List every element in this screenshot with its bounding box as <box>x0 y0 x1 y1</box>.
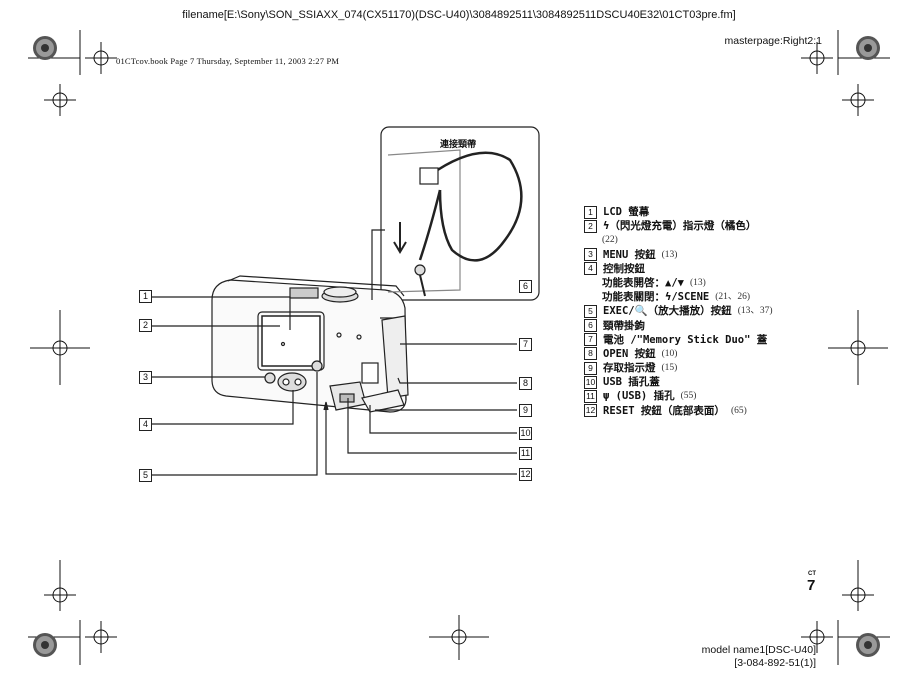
model-footer: model name1[DSC-U40] [3-084-892-51(1)] <box>702 644 816 670</box>
item-page-ref: (15) <box>661 363 678 374</box>
item-page-ref: (13) <box>661 249 678 260</box>
item-label: 功能表開啓：▲/▼ <box>602 276 684 289</box>
callout-8: 8 <box>519 377 532 390</box>
control-button-illustration <box>277 372 307 392</box>
strap-illustration <box>429 151 523 262</box>
item-number-box: 11 <box>584 390 597 404</box>
battery-cover-illustration <box>381 315 409 399</box>
callout-1: 1 <box>139 290 152 303</box>
item-number-box: 6 <box>584 319 597 333</box>
parts-list-item: 11 ψ (USB) 插孔 (55) <box>584 389 773 404</box>
target-tl <box>44 84 76 116</box>
callout-9: 9 <box>519 404 532 417</box>
starburst-bl <box>33 633 57 657</box>
callout-12: 12 <box>519 468 532 481</box>
item-number-box: 3 <box>584 248 597 262</box>
item-label: EXEC/🔍（放大播放）按鈕 <box>603 305 732 318</box>
callout-7: 7 <box>519 338 532 351</box>
masterpage-label: masterpage:Right2:1 <box>724 35 822 47</box>
item-number-box: 4 <box>584 262 597 276</box>
item-number-box: 8 <box>584 347 597 361</box>
strap-inset-label: 連接頸帶 <box>440 140 477 150</box>
parts-list-item: 10 USB 插孔蓋 <box>584 375 773 389</box>
item-label: LCD 螢幕 <box>603 206 650 218</box>
parts-list-item: 6 頸帶掛鉤 <box>584 319 773 333</box>
item-page-ref: (13、37) <box>737 306 773 317</box>
item-label: ψ (USB) 插孔 <box>603 390 675 403</box>
book-info-line: 01CTcov.book Page 7 Thursday, September … <box>116 56 340 66</box>
parts-list-item: 4 控制按鈕 <box>584 262 773 276</box>
item-page-ref: (21、26) <box>715 292 751 303</box>
parts-list-item: 12 RESET 按鈕（底部表面） (65) <box>584 404 773 418</box>
item-label: MENU 按鈕 <box>603 248 656 261</box>
callout-11: 11 <box>519 447 532 460</box>
model-line-1: model name1[DSC-U40] <box>701 644 816 656</box>
callout-3: 3 <box>139 371 152 384</box>
callout-2: 2 <box>139 319 152 332</box>
item-page-ref: (55) <box>680 391 697 402</box>
exec-button-illustration <box>311 360 323 372</box>
model-line-2: [3-084-892-51(1)] <box>734 657 816 669</box>
item-number-box: 1 <box>584 205 597 219</box>
item-number-box: 2 <box>584 219 597 233</box>
parts-list-item: (22) <box>584 233 773 247</box>
item-page-ref: (65) <box>730 405 747 416</box>
item-number-box: 9 <box>584 361 597 375</box>
parts-list-item: 8 OPEN 按鈕 (10) <box>584 347 773 361</box>
item-page-ref: (22) <box>602 235 618 246</box>
item-label: 功能表關閉：ϟ/SCENE <box>602 291 710 304</box>
item-label: 控制按鈕 <box>603 262 645 275</box>
parts-list-item: 1 LCD 螢幕 <box>584 205 773 219</box>
parts-list-item: 5 EXEC/🔍（放大播放）按鈕 (13、37) <box>584 304 773 318</box>
parts-list-item: 功能表關閉：ϟ/SCENE (21、26) <box>584 290 773 304</box>
parts-list-item: 7 電池 /"Memory Stick Duo" 蓋 <box>584 333 773 347</box>
item-label: 存取指示燈 <box>603 362 656 375</box>
item-label: RESET 按鈕（底部表面） <box>603 404 725 417</box>
item-page-ref: (13) <box>689 277 706 288</box>
callout-4: 4 <box>139 418 152 431</box>
item-label: OPEN 按鈕 <box>603 347 656 360</box>
item-number-box: 7 <box>584 333 597 347</box>
parts-list-item: 3 MENU 按鈕 (13) <box>584 248 773 262</box>
target-tl2 <box>85 42 117 74</box>
parts-list-item: 9 存取指示燈 (15) <box>584 361 773 375</box>
callout-10: 10 <box>519 427 532 440</box>
starburst-tl <box>33 36 57 60</box>
callout-6: 6 <box>519 280 532 293</box>
item-number-box: 12 <box>584 404 597 418</box>
lcd-screen-illustration <box>261 315 321 367</box>
starburst-tr <box>856 36 880 60</box>
item-label: USB 插孔蓋 <box>603 376 660 389</box>
parts-list-item: 2 ϟ（閃光燈充電）指示燈（橘色） <box>584 219 773 233</box>
parts-list-item: 功能表開啓：▲/▼ (13) <box>584 276 773 290</box>
page-language-code: CT <box>808 571 816 577</box>
item-label: ϟ（閃光燈充電）指示燈（橘色） <box>603 220 757 233</box>
item-label: 電池 /"Memory Stick Duo" 蓋 <box>603 333 768 346</box>
menu-button-illustration <box>264 372 276 384</box>
item-number-box: 10 <box>584 375 597 389</box>
item-label: 頸帶掛鉤 <box>603 319 645 332</box>
item-number-box: 5 <box>584 304 597 318</box>
page-number: 7 <box>807 577 816 594</box>
starburst-br <box>856 633 880 657</box>
filename-header: filename[E:\Sony\SON_SSIAXX_074(CX51170)… <box>182 9 736 21</box>
callout-5: 5 <box>139 469 152 482</box>
item-page-ref: (10) <box>661 348 678 359</box>
